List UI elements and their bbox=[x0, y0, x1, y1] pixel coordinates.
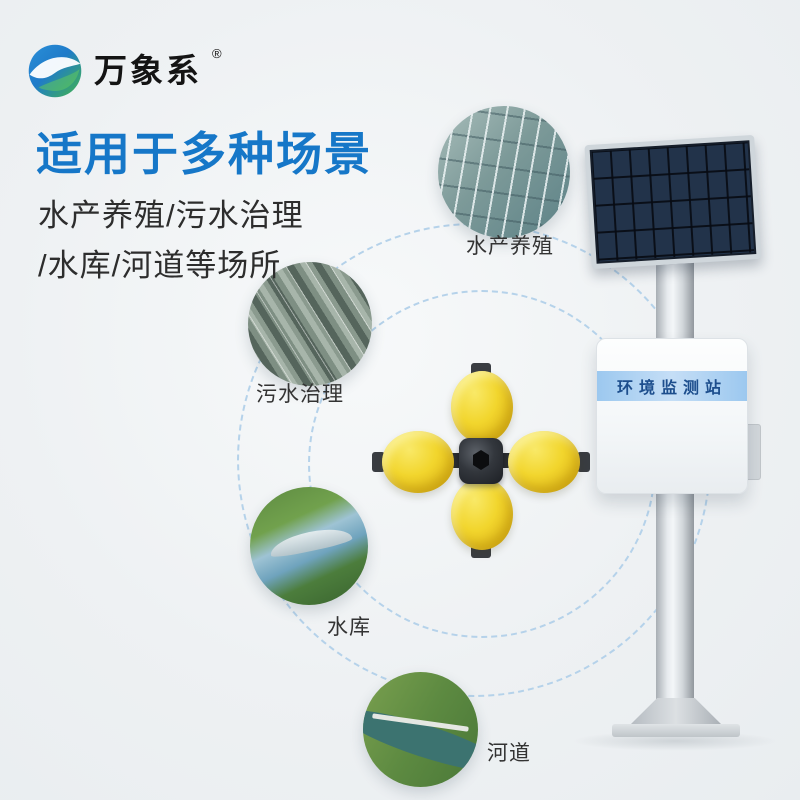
scenario-photo-reservoir bbox=[250, 487, 368, 605]
station-cabinet-label-strip: 环境监测站 bbox=[597, 371, 747, 401]
buoy-end-cap-right bbox=[577, 452, 590, 472]
scenario-photo-aquaculture bbox=[438, 106, 570, 238]
scenario-label-sewage: 污水治理 bbox=[256, 383, 344, 406]
station-cabinet-label: 环境监测站 bbox=[616, 380, 727, 397]
headline-subtitle-line-1: 水产养殖/污水治理 bbox=[38, 198, 304, 233]
buoy-float-top bbox=[451, 371, 513, 443]
solar-panel bbox=[584, 134, 762, 270]
brand-logo: 万象系 ® bbox=[26, 42, 222, 100]
headline-subtitle-line-2: /水库/河道等场所 bbox=[38, 248, 282, 283]
registered-trademark-mark: ® bbox=[212, 46, 222, 61]
buoy-end-cap-left bbox=[372, 452, 385, 472]
station-cabinet: 环境监测站 bbox=[596, 338, 748, 494]
brand-logo-text: 万象系 bbox=[94, 52, 202, 89]
scenario-photo-sewage bbox=[248, 262, 372, 386]
station-base-plate bbox=[612, 724, 740, 737]
reservoir-dam-shape bbox=[267, 523, 353, 560]
solar-panel-cells bbox=[591, 142, 755, 262]
scenario-label-aquaculture: 水产养殖 bbox=[466, 235, 554, 258]
station-base-taper bbox=[629, 698, 723, 726]
brand-logo-icon bbox=[28, 44, 82, 98]
buoy-float-left bbox=[382, 431, 454, 493]
river-water-band bbox=[363, 699, 478, 783]
buoy-float-bottom bbox=[451, 478, 513, 550]
scenario-photo-river bbox=[363, 672, 478, 787]
scenario-label-river: 河道 bbox=[487, 742, 531, 765]
scenario-label-reservoir: 水库 bbox=[327, 616, 371, 639]
buoy-hub-nut bbox=[473, 450, 489, 470]
headline-title: 适用于多种场景 bbox=[36, 128, 372, 180]
buoy-float-right bbox=[508, 431, 580, 493]
